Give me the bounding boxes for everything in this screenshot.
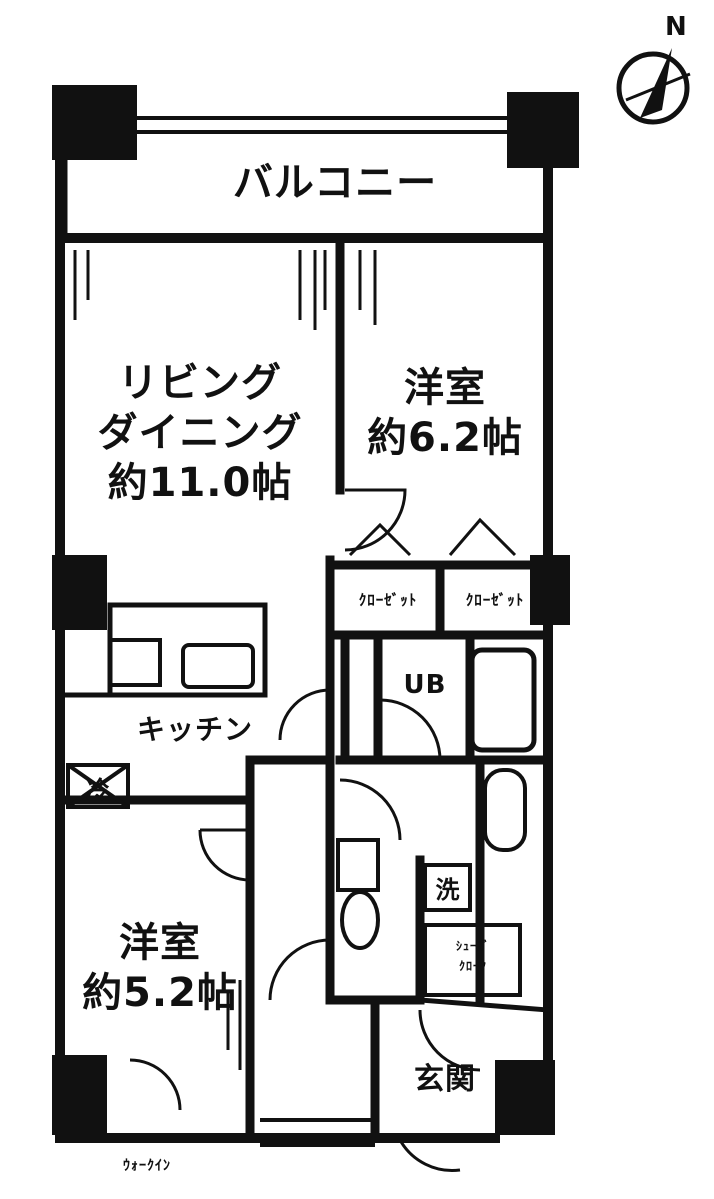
washer-label: 洗 — [435, 876, 461, 904]
window-marks — [73, 250, 377, 1070]
bathtub — [469, 647, 537, 753]
outer-walls — [55, 155, 553, 1143]
shoes-closet-box — [423, 923, 522, 997]
unit-bath-label: UB — [403, 670, 447, 700]
bottom-corridor — [260, 1118, 375, 1147]
compass-icon — [616, 48, 691, 125]
compass-north-label: N — [665, 12, 688, 42]
sanitary-fixtures — [336, 768, 527, 950]
kitchen-label: キッチン — [136, 713, 253, 746]
washer-space — [423, 863, 472, 912]
fridge-space — [66, 763, 130, 809]
entrance-label: 玄関 — [414, 1062, 476, 1097]
western-room-2-size: 約5.2帖 — [82, 970, 238, 1016]
living-label-line1: リビング — [118, 360, 282, 406]
balcony-rail — [137, 116, 507, 134]
shoes-closet-label-line2: ｸﾛｰｸ — [458, 959, 487, 973]
closet-2-label: ｸﾛｰｾﾞｯﾄ — [465, 591, 525, 609]
living-size: 約11.0帖 — [107, 460, 293, 506]
living-label-line2: ダイニング — [97, 410, 303, 456]
balcony-label: バルコニー — [232, 160, 438, 206]
kitchen-counter — [60, 602, 268, 698]
fridge-label: 冷 — [85, 776, 111, 804]
closet-1-label: ｸﾛｰｾﾞｯﾄ — [358, 591, 418, 609]
western-room-1-label: 洋室 — [404, 365, 486, 411]
shoes-closet-label-line1: ｼｭｰｽﾞ — [455, 939, 490, 953]
door-swings — [129, 488, 517, 1172]
walkin-closet-label: ｳｫｰｸｲﾝ — [123, 1158, 171, 1174]
western-room-2-label: 洋室 — [119, 920, 201, 966]
western-room-1-size: 約6.2帖 — [367, 415, 523, 461]
